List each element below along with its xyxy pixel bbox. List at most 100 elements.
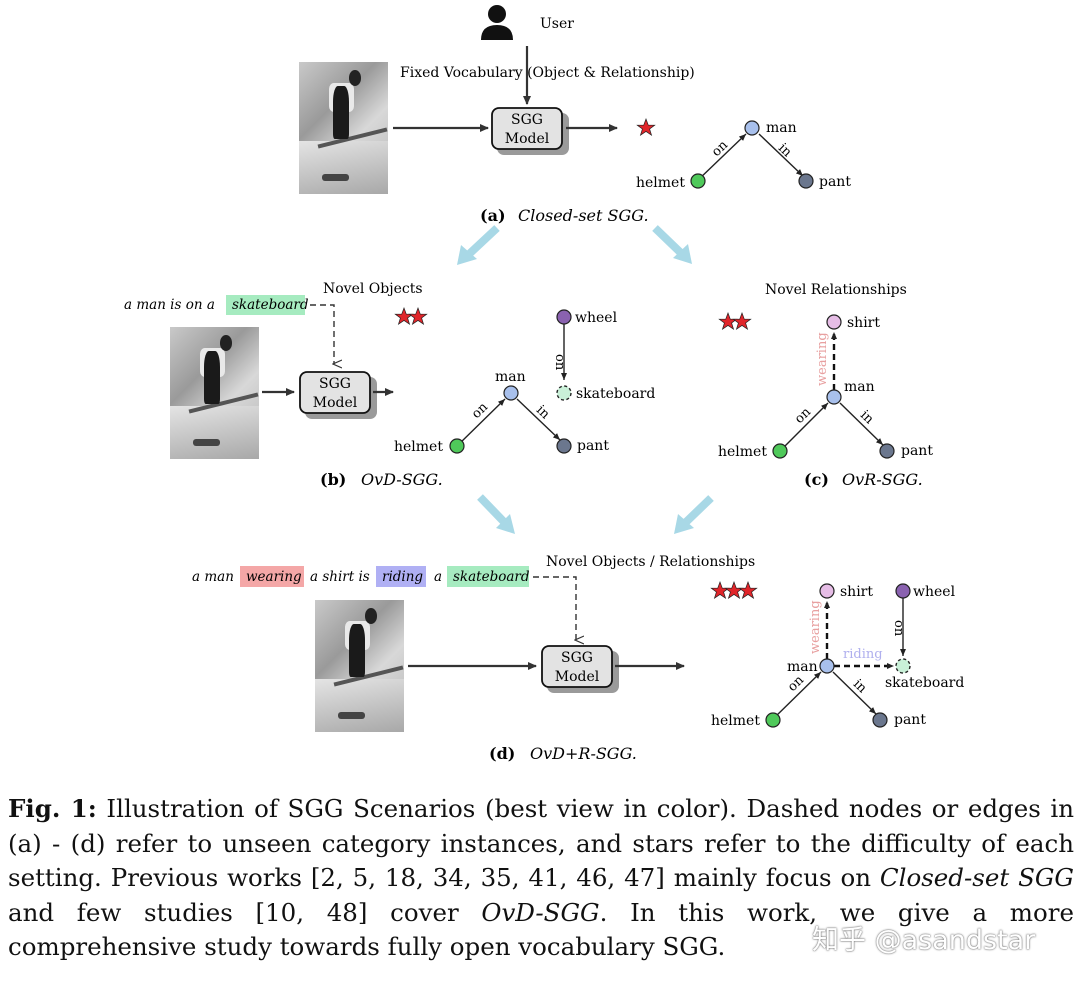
caption-letter-a: (a)	[480, 206, 506, 225]
edge-in-c	[839, 402, 884, 446]
edge-label-wearing-c: wearing	[815, 332, 830, 386]
caption-text-d: OvD+R-SGG.	[530, 744, 637, 763]
node-helmet-a	[690, 173, 706, 189]
model-label-a2: Model	[505, 131, 550, 147]
model-label-b2: Model	[313, 395, 358, 411]
edge-in-d	[832, 671, 877, 715]
node-pant-b	[556, 438, 572, 454]
phrase-d-4: a	[434, 569, 442, 585]
edge-on-c	[779, 402, 829, 452]
edge-label-on-wheel-b: on	[552, 354, 567, 371]
node-label-shirt-c: shirt	[847, 315, 880, 331]
caption-text-1: Illustration of SGG Scenarios (best view…	[8, 794, 1074, 892]
caption-letter-c: (c)	[804, 470, 829, 489]
caption-fig-label: Fig. 1:	[8, 794, 97, 823]
edge-label-riding-d: riding	[843, 647, 883, 662]
node-label-wheel-d: wheel	[913, 584, 956, 600]
edge-label-in-c: in	[857, 408, 877, 428]
node-man-d	[819, 658, 835, 674]
scene-graph-diagram: User Fixed Vocabulary (Object & Relation…	[124, 5, 964, 763]
edge-label-in-d: in	[850, 677, 870, 697]
edge-label-on-c: on	[792, 404, 815, 426]
phrase-d-0: a man	[192, 569, 234, 585]
node-label-man-b: man	[495, 369, 526, 385]
user-icon	[481, 5, 513, 40]
node-helmet-d	[765, 712, 781, 728]
node-label-man-c: man	[844, 379, 875, 395]
phrase-d-5: skateboard	[453, 569, 530, 585]
phrase-d-1: wearing	[246, 569, 302, 585]
caption-letter-d: (d)	[489, 744, 515, 763]
node-skateboard-b	[556, 385, 572, 401]
node-label-man-d: man	[787, 659, 818, 675]
node-label-pant-c: pant	[901, 443, 933, 459]
caption-italic-2: OvD-SGG	[481, 897, 600, 927]
edge-label-wearing-d: wearing	[808, 600, 823, 654]
caption-text-3: . In this work, we give a more comprehen…	[8, 897, 1074, 962]
node-shirt-c	[826, 314, 842, 330]
edge-label-in-b: in	[533, 403, 553, 423]
figure-caption: Fig. 1: Illustration of SGG Scenarios (b…	[8, 792, 1074, 965]
caption-text-a: Closed-set SGG.	[518, 206, 649, 225]
flow-arrow-right	[652, 225, 692, 264]
model-label-b1: SGG	[319, 376, 351, 392]
edge-label-in-a: in	[775, 141, 795, 161]
stars-c	[718, 311, 752, 331]
novel-relationships-label: Novel Relationships	[765, 282, 907, 298]
model-label-d2: Model	[555, 669, 600, 685]
highlight-skateboard-b	[226, 295, 305, 315]
stars-b	[394, 306, 428, 326]
caption-text-c: OvR-SGG.	[842, 470, 923, 489]
node-shirt-d	[819, 583, 835, 599]
skateboarder-photo-b	[170, 327, 259, 459]
phrase-d-2: a shirt is	[310, 569, 370, 585]
novel-objects-label: Novel Objects	[323, 281, 423, 297]
node-skateboard-d	[895, 658, 911, 674]
edge-on-a	[696, 133, 747, 182]
user-label: User	[540, 16, 574, 32]
node-label-helmet-d: helmet	[711, 713, 760, 729]
edge-on-b	[456, 398, 506, 447]
stars-d	[710, 580, 758, 600]
node-label-skateboard-b: skateboard	[576, 386, 655, 402]
node-helmet-c	[772, 443, 788, 459]
node-label-helmet-a: helmet	[636, 175, 685, 191]
skateboarder-photo-d	[315, 600, 404, 732]
node-man-c	[826, 389, 842, 405]
sgg-model-box-a: SGG Model	[491, 107, 569, 155]
novel-arrow-b	[310, 304, 334, 364]
edge-label-on-a: on	[709, 137, 732, 159]
node-wheel-b	[556, 309, 572, 325]
node-pant-a	[798, 173, 814, 189]
caption-text-b: OvD-SGG.	[361, 470, 443, 489]
node-pant-d	[872, 712, 888, 728]
sgg-model-box-d: SGG Model	[541, 645, 619, 693]
phrase-hl-b: skateboard	[232, 297, 309, 313]
model-label-d1: SGG	[561, 650, 593, 666]
flow-arrow-down-right	[674, 495, 714, 534]
node-pant-c	[879, 443, 895, 459]
node-label-wheel-b: wheel	[575, 310, 618, 326]
novel-both-label: Novel Objects / Relationships	[546, 554, 755, 570]
node-label-helmet-c: helmet	[718, 444, 767, 460]
node-wheel-d	[895, 583, 911, 599]
node-label-skateboard-d: skateboard	[885, 675, 964, 691]
phrase-b: a man is on a	[124, 297, 215, 313]
watermark: 知乎 @asandstar	[812, 925, 1036, 956]
model-label-a1: SGG	[511, 112, 543, 128]
skateboarder-photo-a	[299, 62, 388, 194]
node-man-b	[503, 385, 519, 401]
node-label-pant-b: pant	[577, 438, 609, 454]
flow-arrow-left	[457, 225, 500, 265]
highlight-wearing-d	[240, 566, 304, 587]
node-label-pant-d: pant	[894, 712, 926, 728]
caption-text-2: and few studies [10, 48] cover	[8, 897, 482, 927]
flow-arrow-down-left	[477, 494, 515, 534]
node-label-helmet-b: helmet	[394, 439, 443, 455]
node-man-a	[744, 120, 760, 136]
edge-label-on-b: on	[469, 399, 492, 421]
node-label-shirt-d: shirt	[840, 584, 873, 600]
highlight-riding-d	[376, 566, 426, 587]
phrase-d-3: riding	[382, 569, 423, 585]
edge-label-on-wheel-d: on	[891, 620, 906, 637]
